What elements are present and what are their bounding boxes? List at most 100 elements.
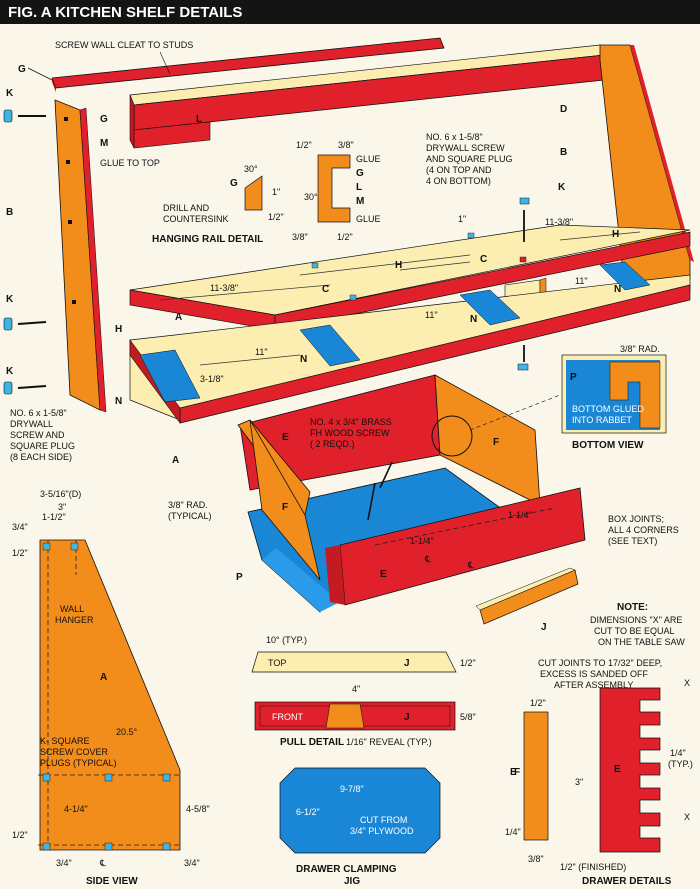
svg-text:1/16" REVEAL (TYP.): 1/16" REVEAL (TYP.) [346, 737, 432, 747]
svg-text:30°: 30° [244, 164, 258, 174]
svg-text:6-1/2": 6-1/2" [296, 807, 320, 817]
svg-text:1": 1" [272, 187, 280, 197]
svg-text:1/2": 1/2" [268, 212, 284, 222]
svg-text:1/2": 1/2" [296, 140, 312, 150]
svg-text:NO. 6 x 1-5/8": NO. 6 x 1-5/8" [10, 408, 67, 418]
svg-text:1/2": 1/2" [12, 830, 28, 840]
title-bar [0, 0, 700, 24]
svg-text:K- SQUARE: K- SQUARE [40, 736, 90, 746]
caption-hanging-rail: HANGING RAIL DETAIL [152, 234, 263, 245]
svg-text:1": 1" [458, 214, 466, 224]
svg-text:B: B [560, 147, 567, 158]
svg-text:℄: ℄ [99, 858, 106, 868]
svg-text:E: E [614, 764, 621, 775]
svg-text:P: P [570, 372, 577, 383]
svg-text:CUT TO BE EQUAL: CUT TO BE EQUAL [594, 626, 675, 636]
caption-drawer-details: DRAWER DETAILS [582, 876, 672, 887]
svg-text:P: P [236, 572, 243, 583]
svg-text:K: K [6, 88, 14, 99]
caption-pull-detail: PULL DETAIL [280, 737, 344, 748]
svg-text:JIG: JIG [344, 876, 360, 887]
drawer-details [523, 687, 661, 853]
drawer-assembly [237, 374, 586, 625]
svg-text:4-5/8": 4-5/8" [186, 804, 210, 814]
svg-text:CUT FROM: CUT FROM [360, 815, 407, 825]
svg-text:1/2": 1/2" [530, 698, 546, 708]
svg-text:3/4": 3/4" [184, 858, 200, 868]
svg-text:DRYWALL: DRYWALL [10, 419, 53, 429]
wall-cleat-part [51, 37, 445, 89]
svg-text:K: K [6, 366, 14, 377]
svg-text:1/2": 1/2" [12, 548, 28, 558]
svg-text:1-1/4": 1-1/4" [508, 510, 532, 520]
svg-text:X: X [684, 812, 690, 822]
svg-text:11": 11" [575, 276, 588, 286]
svg-text:SCREW COVER: SCREW COVER [40, 747, 109, 757]
caption-side-view: SIDE VIEW [86, 876, 138, 887]
note-glue-top: GLUE TO TOP [100, 158, 160, 168]
svg-text:K: K [6, 294, 14, 305]
svg-text:N: N [115, 396, 122, 407]
svg-text:1/4": 1/4" [670, 748, 686, 758]
note-screw-cleat: SCREW WALL CLEAT TO STUDS [55, 40, 193, 50]
svg-text:J: J [541, 622, 547, 633]
svg-text:X: X [684, 678, 690, 688]
svg-text:FH WOOD SCREW: FH WOOD SCREW [310, 428, 390, 438]
svg-text:11": 11" [425, 310, 438, 320]
svg-text:4": 4" [352, 684, 360, 694]
svg-text:G: G [230, 178, 238, 189]
clamping-jig-part [279, 767, 441, 854]
svg-text:3/4": 3/4" [12, 522, 28, 532]
svg-text:11-3/8": 11-3/8" [545, 217, 573, 227]
svg-text:INTO RABBET: INTO RABBET [572, 415, 632, 425]
svg-text:(SEE TEXT): (SEE TEXT) [608, 536, 657, 546]
svg-text:(8 EACH SIDE): (8 EACH SIDE) [10, 452, 72, 462]
svg-text:M: M [100, 138, 108, 149]
svg-text:NOTE:: NOTE: [617, 602, 648, 613]
svg-text:G: G [100, 114, 108, 125]
svg-text:WALL: WALL [60, 604, 84, 614]
svg-text:N: N [614, 284, 621, 295]
svg-text:DRYWALL SCREW: DRYWALL SCREW [426, 143, 505, 153]
svg-text:L: L [356, 182, 362, 193]
drawer-front-part [339, 487, 586, 606]
svg-text:3": 3" [58, 502, 66, 512]
svg-text:N: N [470, 314, 477, 325]
svg-text:FRONT: FRONT [272, 712, 303, 722]
svg-text:B: B [6, 207, 13, 218]
svg-text:(4 ON TOP AND: (4 ON TOP AND [426, 165, 492, 175]
svg-text:3/8": 3/8" [292, 232, 308, 242]
svg-text:( 2 REQD.): ( 2 REQD.) [310, 439, 355, 449]
svg-text:3/8": 3/8" [338, 140, 354, 150]
svg-text:3/4": 3/4" [56, 858, 72, 868]
svg-text:H: H [612, 229, 619, 240]
svg-text:F: F [493, 437, 499, 448]
svg-text:SCREW AND: SCREW AND [10, 430, 65, 440]
pull-detail [251, 651, 457, 731]
svg-text:DIMENSIONS "X" ARE: DIMENSIONS "X" ARE [590, 615, 682, 625]
svg-text:NO. 6 x 1-5/8": NO. 6 x 1-5/8" [426, 132, 483, 142]
svg-text:30°: 30° [304, 192, 318, 202]
svg-text:E: E [282, 432, 289, 443]
label-g1: G [18, 64, 26, 75]
svg-text:N: N [300, 354, 307, 365]
plug-icon [3, 109, 13, 123]
svg-text:SQUARE PLUG: SQUARE PLUG [10, 441, 75, 451]
svg-text:1/2": 1/2" [337, 232, 353, 242]
hanging-rail-detail: G 30° 1" 1/2" DRILL AND COUNTERSINK 1/2"… [152, 140, 381, 245]
svg-text:GLUE: GLUE [356, 214, 381, 224]
svg-text:F: F [282, 502, 288, 513]
figure-title: FIG. A KITCHEN SHELF DETAILS [8, 4, 242, 21]
svg-text:D: D [560, 104, 567, 115]
svg-text:(TYP.): (TYP.) [668, 759, 693, 769]
svg-text:K: K [558, 182, 566, 193]
svg-text:11": 11" [255, 347, 268, 357]
svg-text:11-3/8": 11-3/8" [210, 283, 238, 293]
svg-text:4 ON BOTTOM): 4 ON BOTTOM) [426, 176, 491, 186]
svg-text:ON THE TABLE SAW: ON THE TABLE SAW [598, 637, 685, 647]
svg-text:HANGER: HANGER [55, 615, 94, 625]
svg-text:5/8": 5/8" [460, 712, 476, 722]
svg-text:PLUGS (TYPICAL): PLUGS (TYPICAL) [40, 758, 117, 768]
